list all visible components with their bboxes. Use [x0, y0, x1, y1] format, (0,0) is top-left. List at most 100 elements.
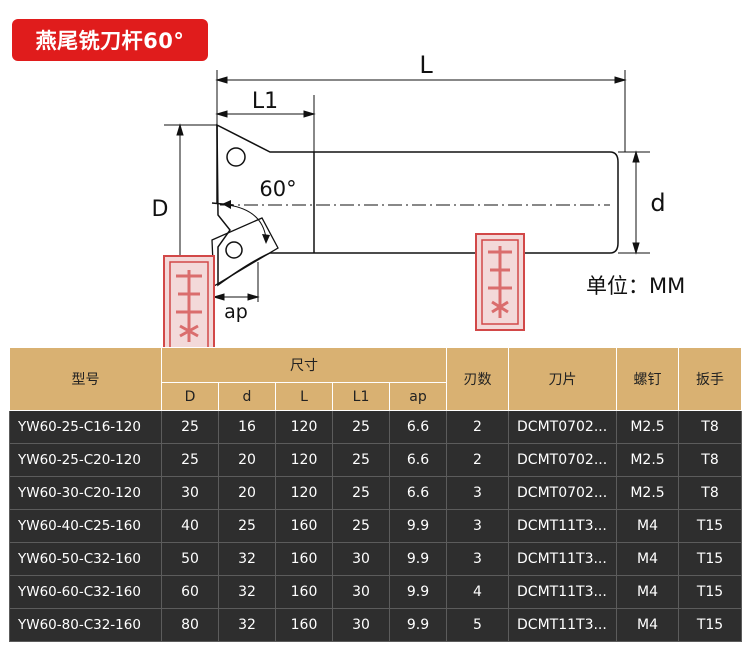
cell-ap: 9.9 [388, 542, 448, 576]
seal-stamp-left [163, 255, 215, 355]
col-header-size: 尺寸 [160, 347, 448, 383]
cell-flutes: 3 [446, 509, 510, 543]
cell-model: YW60-80-C32-160 [9, 608, 162, 642]
cell-flutes: 2 [446, 443, 510, 477]
cell-L1: 25 [332, 410, 390, 444]
cell-L: 120 [275, 476, 333, 510]
cell-screw: M4 [616, 542, 680, 576]
cell-L: 160 [275, 542, 333, 576]
cell-insert: DCMT11T3... [508, 509, 618, 543]
unit-label: 单位：MM [586, 274, 686, 298]
cell-L1: 30 [332, 575, 390, 609]
cell-wrench: T15 [678, 608, 743, 642]
cell-ap: 6.6 [388, 443, 448, 477]
cell-wrench: T8 [678, 443, 743, 477]
cell-L1: 25 [332, 509, 390, 543]
cell-L: 160 [275, 608, 333, 642]
cell-flutes: 4 [446, 575, 510, 609]
table-row: YW60-80-C32-160 80 32 160 30 9.9 5 DCMT1… [9, 608, 743, 642]
col-header-ap: ap [388, 382, 448, 411]
cell-wrench: T15 [678, 575, 743, 609]
cell-D: 80 [161, 608, 219, 642]
angle-arc [227, 204, 267, 239]
cell-model: YW60-25-C16-120 [9, 410, 162, 444]
cell-wrench: T15 [678, 509, 743, 543]
col-header-L: L [275, 382, 333, 411]
cell-wrench: T8 [678, 476, 743, 510]
seal-stamp-right [475, 233, 525, 331]
col-header-insert: 刀片 [508, 347, 618, 411]
col-header-wrench: 扳手 [678, 347, 743, 411]
cell-ap: 6.6 [388, 410, 448, 444]
cell-D: 25 [161, 443, 219, 477]
cell-flutes: 3 [446, 476, 510, 510]
cell-model: YW60-40-C25-160 [9, 509, 162, 543]
cell-L1: 25 [332, 476, 390, 510]
cell-L: 120 [275, 443, 333, 477]
cell-L: 120 [275, 410, 333, 444]
col-header-L1: L1 [332, 382, 390, 411]
cell-screw: M2.5 [616, 476, 680, 510]
cell-d: 25 [218, 509, 276, 543]
cell-d: 20 [218, 443, 276, 477]
cell-insert: DCMT11T3... [508, 542, 618, 576]
col-header-D: D [161, 382, 219, 411]
cell-screw: M2.5 [616, 410, 680, 444]
cell-ap: 9.9 [388, 575, 448, 609]
col-header-flutes: 刃数 [446, 347, 510, 411]
cell-wrench: T8 [678, 410, 743, 444]
cell-d: 32 [218, 542, 276, 576]
cell-D: 30 [161, 476, 219, 510]
cell-screw: M2.5 [616, 443, 680, 477]
cell-flutes: 3 [446, 542, 510, 576]
cell-wrench: T15 [678, 542, 743, 576]
label-D: D [152, 197, 169, 222]
col-header-d: d [218, 382, 276, 411]
cell-d: 32 [218, 608, 276, 642]
cell-insert: DCMT11T3... [508, 608, 618, 642]
cell-D: 25 [161, 410, 219, 444]
cell-flutes: 2 [446, 410, 510, 444]
cell-D: 60 [161, 575, 219, 609]
screw-hole-lower [225, 241, 243, 259]
cell-L1: 25 [332, 443, 390, 477]
cell-D: 50 [161, 542, 219, 576]
table-row: YW60-25-C16-120 25 16 120 25 6.6 2 DCMT0… [9, 410, 743, 444]
cell-insert: DCMT11T3... [508, 575, 618, 609]
cell-d: 32 [218, 575, 276, 609]
cell-D: 40 [161, 509, 219, 543]
label-angle: 60° [259, 177, 296, 201]
cell-ap: 6.6 [388, 476, 448, 510]
col-header-model: 型号 [9, 347, 162, 411]
page-title: 燕尾铣刀杆60° [12, 19, 208, 61]
spec-table: 型号 尺寸 刃数 刀片 螺钉 扳手 D d L L1 ap YW60-25-C1… [9, 347, 743, 642]
table-row: YW60-40-C25-160 40 25 160 25 9.9 3 DCMT1… [9, 509, 743, 543]
table-row: YW60-50-C32-160 50 32 160 30 9.9 3 DCMT1… [9, 542, 743, 576]
cell-model: YW60-30-C20-120 [9, 476, 162, 510]
col-header-screw: 螺钉 [616, 347, 680, 411]
insert-pocket [211, 217, 279, 288]
table-row: YW60-60-C32-160 60 32 160 30 9.9 4 DCMT1… [9, 575, 743, 609]
cell-ap: 9.9 [388, 509, 448, 543]
label-d: d [650, 189, 665, 217]
cell-model: YW60-50-C32-160 [9, 542, 162, 576]
cell-model: YW60-60-C32-160 [9, 575, 162, 609]
cell-screw: M4 [616, 509, 680, 543]
cell-L1: 30 [332, 542, 390, 576]
cell-insert: DCMT0702... [508, 476, 618, 510]
cell-screw: M4 [616, 575, 680, 609]
cell-ap: 9.9 [388, 608, 448, 642]
label-L1: L1 [252, 89, 278, 114]
table-row: YW60-30-C20-120 30 20 120 25 6.6 3 DCMT0… [9, 476, 743, 510]
cell-screw: M4 [616, 608, 680, 642]
cell-L: 160 [275, 575, 333, 609]
screw-hole-upper [226, 147, 246, 167]
tool-holder-drawing: L L1 D d 60° ap [152, 51, 666, 323]
label-L: L [419, 51, 433, 79]
cell-flutes: 5 [446, 608, 510, 642]
label-ap: ap [224, 301, 248, 323]
table-row: YW60-25-C20-120 25 20 120 25 6.6 2 DCMT0… [9, 443, 743, 477]
cell-L: 160 [275, 509, 333, 543]
cell-insert: DCMT0702... [508, 443, 618, 477]
cell-model: YW60-25-C20-120 [9, 443, 162, 477]
